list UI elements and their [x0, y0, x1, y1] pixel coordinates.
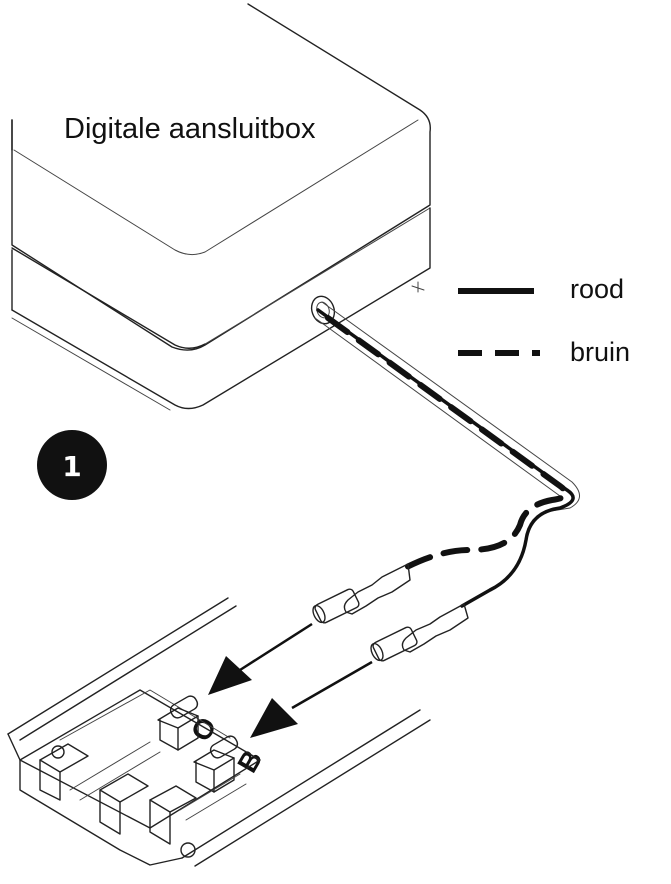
arrow-to-terminal-o	[208, 622, 313, 695]
step-marker-circle	[37, 430, 107, 500]
legend: rood bruin	[458, 274, 630, 367]
terminal-base	[7, 597, 431, 867]
device-label: Digitale aansluitbox	[64, 113, 316, 145]
wire-bruin	[325, 315, 569, 571]
connector-bruin	[312, 563, 411, 624]
step-marker: 1	[37, 430, 107, 500]
wire-rood	[316, 308, 575, 608]
legend-label-bruin: bruin	[570, 337, 630, 367]
terminal-label-o: O	[185, 712, 223, 746]
arrow-to-terminal-b	[250, 660, 373, 738]
legend-label-rood: rood	[570, 274, 624, 304]
step-marker-number: 1	[62, 450, 81, 483]
cable	[314, 301, 580, 608]
connector-rood	[370, 603, 469, 662]
terminal-label-b: B	[231, 745, 268, 778]
